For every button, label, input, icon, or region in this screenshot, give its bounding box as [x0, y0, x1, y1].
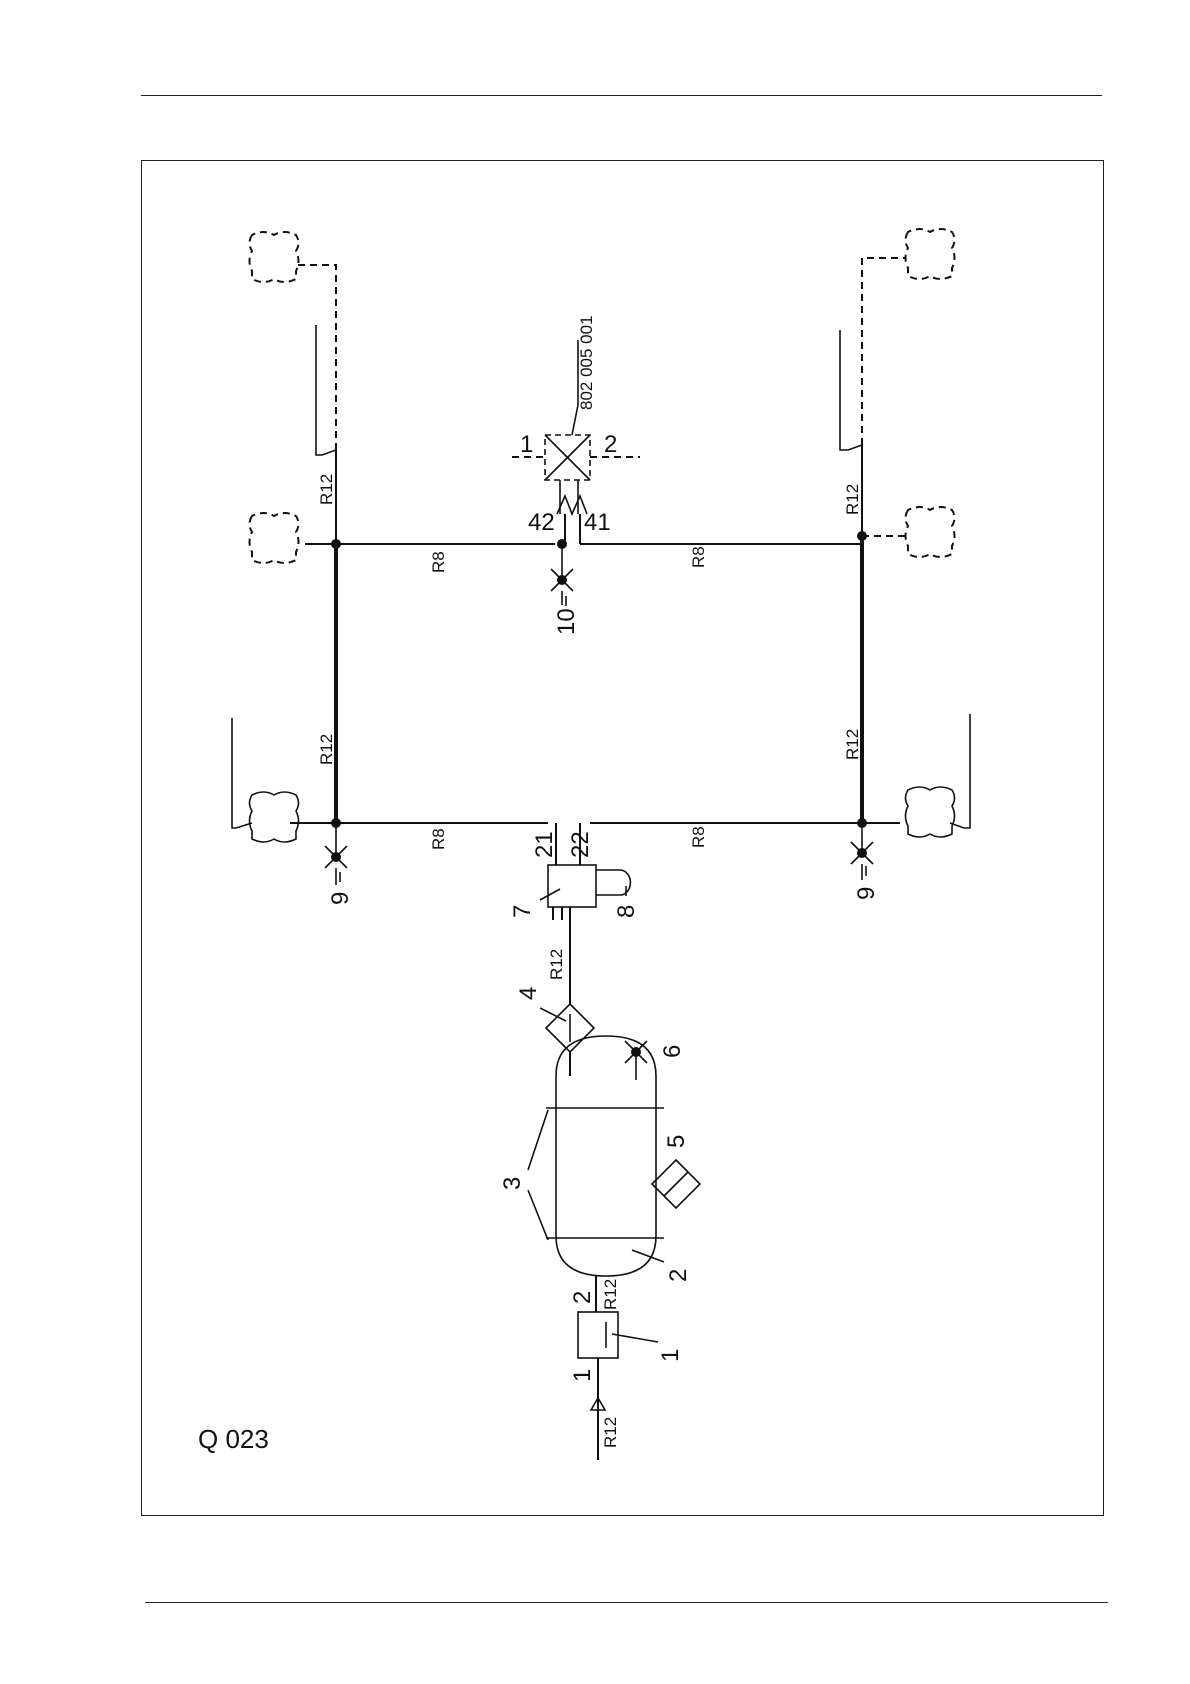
brake-lever-left-bottom: [232, 718, 252, 828]
drain-valve-icon: [325, 823, 347, 885]
pipe-label: R8: [429, 828, 448, 850]
pipe-label: R12: [317, 734, 336, 765]
callout-number: 4: [515, 987, 542, 1000]
pipe-label: R8: [429, 551, 448, 573]
callout-number: 6: [659, 1045, 686, 1058]
leader-line: [528, 1190, 548, 1240]
callout-number: 8: [613, 905, 640, 918]
footer-rule: [145, 1602, 1108, 1603]
leader-line: [612, 1334, 658, 1342]
brake-lever-right-bottom: [950, 714, 970, 828]
brake-lever-right-top: [840, 330, 862, 450]
port-label: 21: [531, 831, 558, 858]
brake-lever-left-top: [316, 325, 336, 455]
port-label: 2: [604, 431, 617, 458]
callout-number: 3: [499, 1177, 526, 1190]
leader-line: [632, 1250, 664, 1262]
dash-pipe: [298, 265, 336, 450]
drain-valve-icon: [851, 823, 873, 880]
callout-number: 2: [665, 1269, 692, 1282]
tire-icon: [250, 232, 299, 282]
air-tank-icon: [546, 1036, 664, 1276]
check-valve-icon: [578, 1312, 618, 1358]
port-label: 41: [584, 509, 611, 536]
port-label: 42: [528, 509, 555, 536]
tire-icon: [906, 507, 955, 557]
pipe-label: R8: [689, 826, 708, 848]
port-label: 2: [569, 1291, 596, 1304]
pipe-label: R12: [601, 1279, 620, 1310]
leader-line: [528, 1110, 548, 1170]
part-number: 802 005 001: [577, 315, 596, 410]
dash-pipe: [862, 258, 905, 445]
callout-number: 9: [853, 887, 880, 900]
callout-number: 5: [663, 1135, 690, 1148]
pipe-label: R12: [601, 1417, 620, 1448]
pipe-label: R12: [843, 484, 862, 515]
callout-number: 7: [509, 905, 536, 918]
tire-icon: [906, 787, 955, 837]
callout-number: 1: [657, 1349, 684, 1362]
pipe-label: R12: [547, 949, 566, 980]
leader-line: [540, 889, 560, 900]
tire-icon: [250, 792, 299, 842]
callout-number: 10: [553, 608, 580, 635]
leader-line: [540, 1008, 566, 1021]
tire-icon: [250, 513, 299, 563]
port-label: 1: [520, 431, 533, 458]
pipe-label: R8: [689, 546, 708, 568]
tire-icon: [906, 229, 955, 279]
pipe-label: R12: [843, 729, 862, 760]
relief-valve-icon: [652, 1160, 700, 1208]
port-label: 1: [569, 1369, 596, 1382]
figure-label: Q 023: [198, 1424, 269, 1455]
callout-number: 9: [327, 892, 354, 905]
pipe-label: R12: [317, 474, 336, 505]
drain-valve-icon: [551, 544, 573, 605]
port-label: 22: [567, 831, 594, 858]
